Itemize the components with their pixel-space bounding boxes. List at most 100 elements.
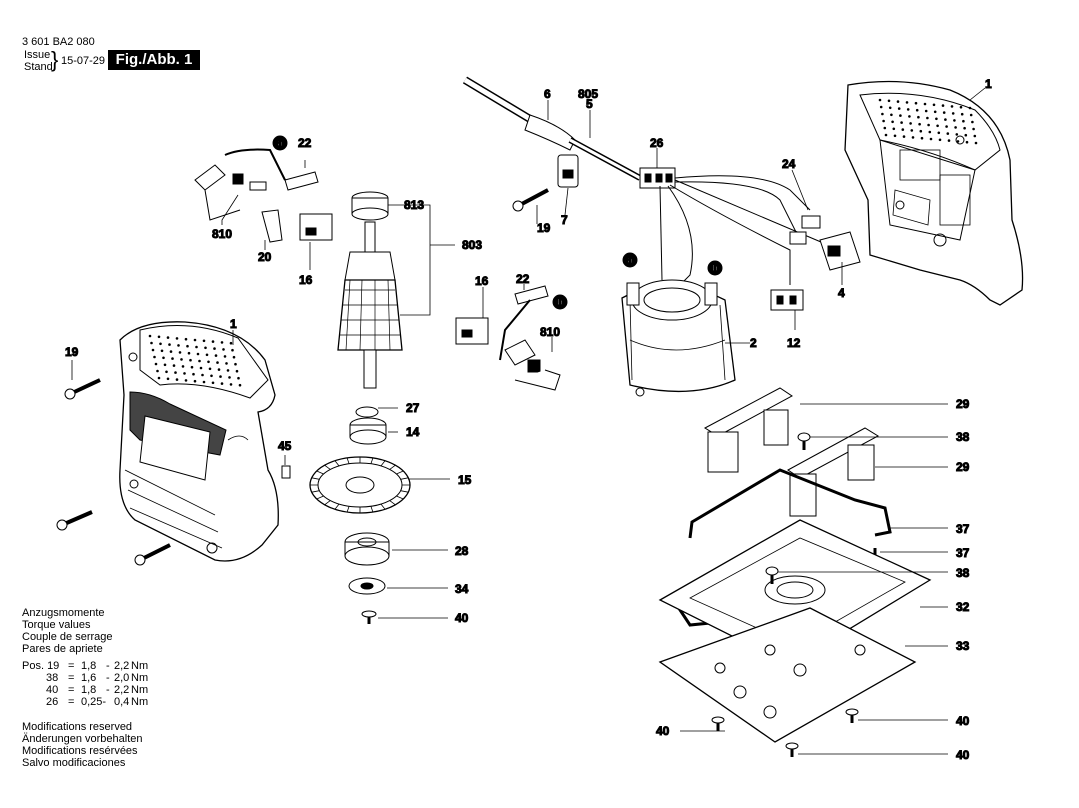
torque-unit: Nm: [131, 696, 149, 708]
modification-line: Salvo modificaciones: [22, 757, 126, 769]
grip-dot: [198, 359, 201, 363]
grip-dot: [175, 337, 179, 340]
bearing-14: [349, 417, 387, 445]
grip-dot: [951, 112, 955, 115]
part-label-33: 33: [956, 639, 970, 653]
grip-dot: [932, 103, 936, 107]
torque-heading: Pares de apriete: [22, 643, 103, 655]
part-label-22: 22: [298, 136, 312, 150]
grip-dot: [973, 134, 977, 138]
grip-dot: [204, 346, 207, 350]
grip-dot: [897, 107, 901, 110]
part-label-1: 1: [985, 77, 992, 91]
brush-22-mid: [499, 285, 549, 361]
part-label-6: 6: [544, 87, 551, 101]
grip-dot: [928, 130, 932, 134]
grip-dot: [938, 138, 942, 142]
screw-40-pad-right: [845, 708, 859, 723]
grip-dot: [157, 376, 161, 380]
grip-dot: [883, 126, 887, 130]
grip-dot: [226, 369, 230, 372]
grip-dot: [196, 352, 200, 356]
grip-dot: [959, 105, 963, 109]
grip-dot: [199, 366, 203, 370]
part-label-810: 810: [540, 325, 560, 339]
grip-dot: [960, 112, 964, 116]
modification-line: Modifications resérvées: [22, 745, 138, 757]
torque-max: 2,0: [114, 672, 130, 684]
torque-min: 1,6: [81, 672, 97, 684]
part-label-24: 24: [782, 157, 796, 171]
grip-dot: [184, 337, 188, 341]
grip-dot: [888, 106, 892, 110]
grip-dot: [950, 105, 954, 108]
part-labels: 1 1 2 4 5 6 7 12 14 15 16 16 19 19 20 22…: [65, 77, 993, 763]
torque-max: 2,2: [114, 684, 130, 696]
part-label-27: 27: [406, 401, 420, 415]
torque-max: 0,4: [114, 696, 130, 708]
grip-dot: [183, 372, 186, 375]
grip-dot: [166, 336, 170, 339]
grip-dot: [942, 111, 946, 114]
stand-label: Stand: [24, 61, 53, 73]
grip-dot: [974, 141, 978, 145]
grip-dot: [909, 122, 912, 125]
torque-heading: Anzugsmomente: [22, 607, 105, 619]
grip-dot: [208, 367, 212, 371]
issue-label: Issue: [24, 49, 51, 61]
part-label-813: 813: [404, 198, 424, 212]
connector-24: [789, 215, 821, 245]
screw-38-bottom: [765, 566, 779, 584]
torque-eq: =: [68, 660, 75, 672]
grip-dot: [210, 374, 213, 378]
grip-dot: [220, 382, 224, 385]
modifications-note: Modifications reserved Änderungen vorbeh…: [22, 721, 142, 769]
grip-dot: [193, 379, 197, 383]
grip-dot: [171, 357, 174, 360]
grip-dot: [211, 381, 215, 385]
grip-dot: [160, 349, 164, 353]
grip-dot: [207, 360, 210, 364]
grip-dot: [887, 99, 891, 103]
callout-marker-b: b: [707, 260, 723, 276]
torque-pos: Pos. 19: [22, 660, 60, 672]
sanding-pad-33: [658, 607, 917, 743]
grip-dot: [228, 376, 231, 379]
grip-dot: [929, 137, 933, 141]
torque-dash: -: [106, 684, 110, 696]
part-label-1: 1: [230, 317, 237, 331]
housing-right: [844, 80, 1024, 306]
part-number: 3 601 BA2 080: [22, 36, 95, 48]
grip-dot: [926, 116, 929, 120]
grip-dot: [180, 358, 183, 361]
grip-dot: [165, 370, 168, 374]
grip-dot: [881, 112, 884, 116]
grip-dot: [211, 340, 215, 343]
part-label-37: 37: [956, 546, 970, 560]
grip-dot: [223, 355, 227, 358]
grip-dot: [186, 344, 189, 348]
torque-min: 1,8: [81, 684, 97, 696]
terminal-block: [639, 167, 676, 189]
grip-dot: [884, 133, 888, 137]
grip-dot: [906, 108, 910, 111]
screw-19-housing: [64, 378, 101, 400]
grip-dot: [969, 113, 973, 117]
grip-dot: [166, 377, 170, 381]
part-label-29: 29: [956, 460, 970, 474]
part-label-32: 32: [956, 600, 970, 614]
screw-40-pad-bottom: [785, 742, 799, 757]
grip-dot: [908, 115, 911, 118]
housing-right-dots: [878, 98, 978, 145]
grip-dot: [956, 140, 960, 143]
part-label-14: 14: [406, 425, 420, 439]
grip-dot: [181, 365, 185, 368]
grip-dot: [201, 373, 204, 377]
grip-dot: [901, 128, 905, 131]
torque-heading: Torque values: [22, 619, 91, 631]
torque-eq: =: [68, 696, 75, 708]
grip-dot: [202, 339, 206, 343]
part-label-38: 38: [956, 430, 970, 444]
grip-dot: [220, 341, 224, 344]
grip-dot: [202, 380, 206, 384]
